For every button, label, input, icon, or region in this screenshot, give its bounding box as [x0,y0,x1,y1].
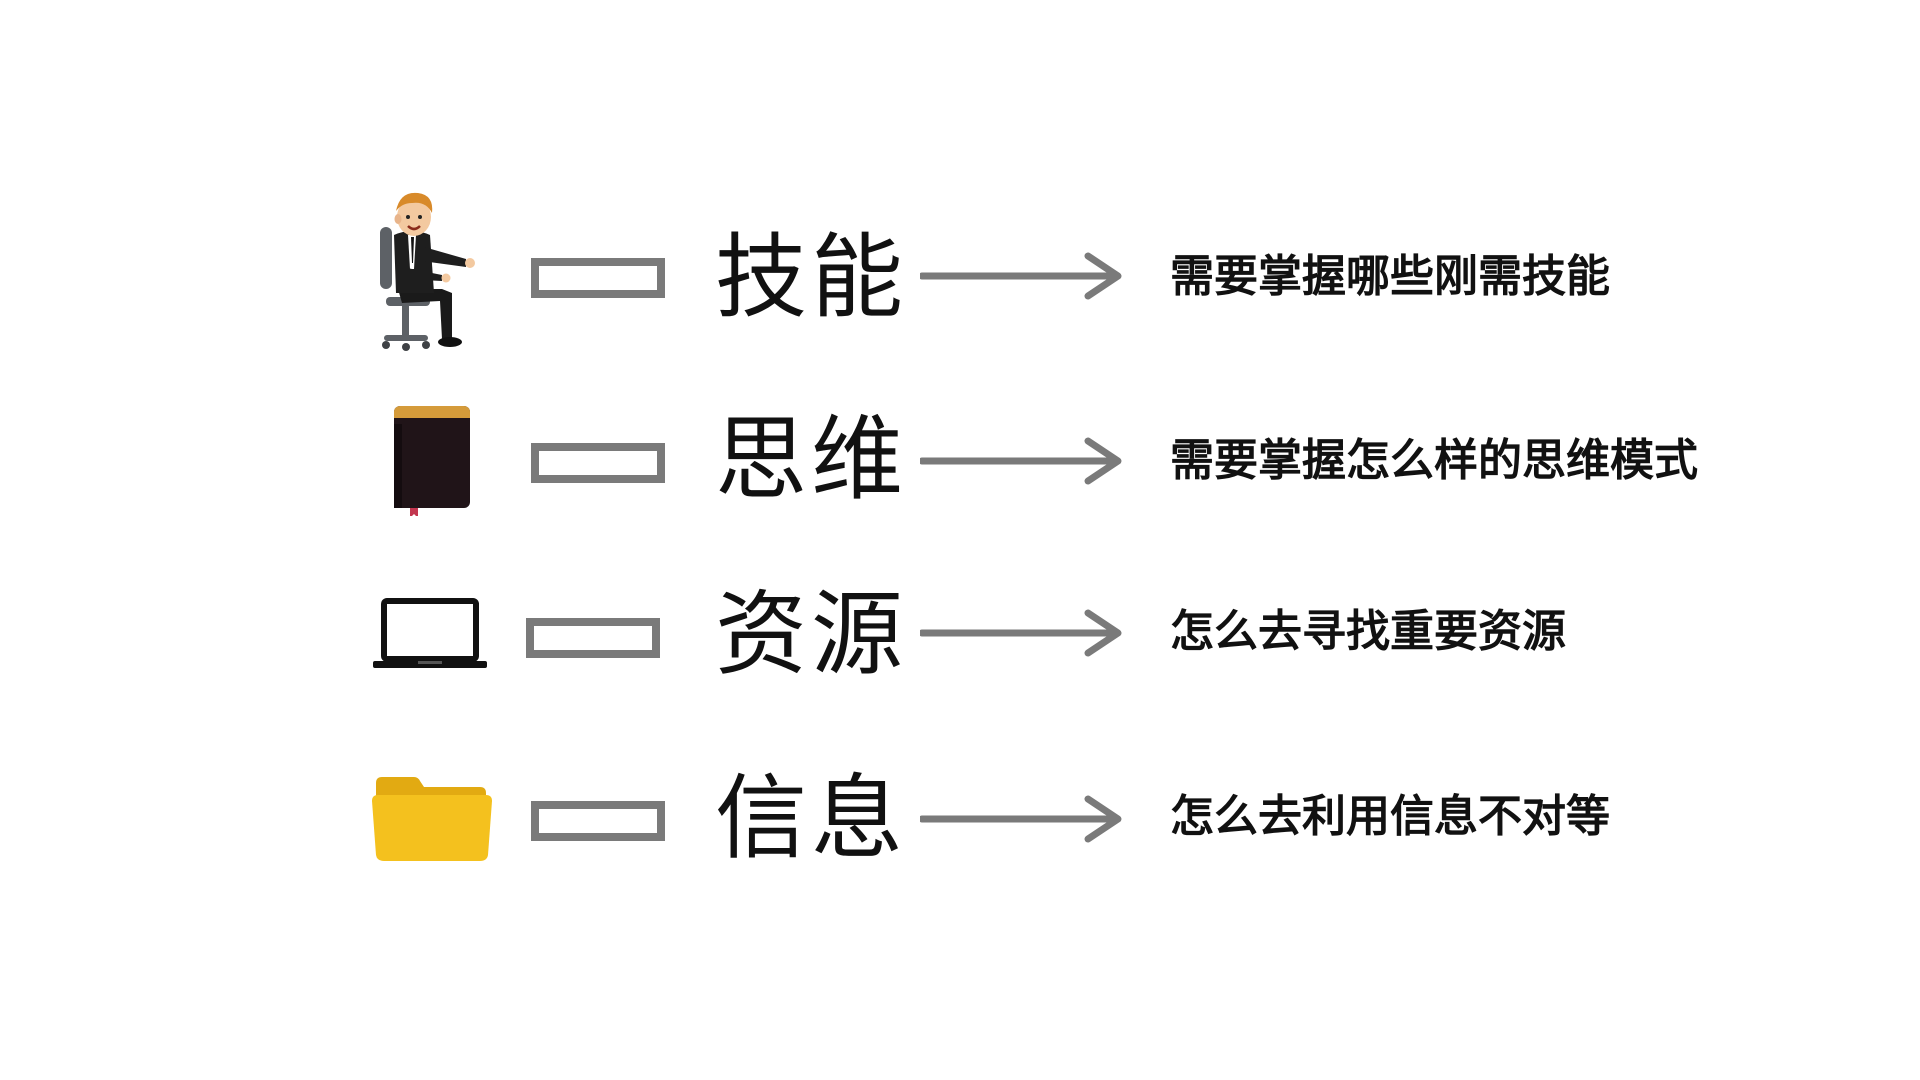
row-thinking: 思维 需要掌握怎么样的思维模式 [0,400,1920,570]
arrow-right-icon [920,609,1122,657]
row-information: 信息 怎么去利用信息不对等 [0,765,1920,935]
arrow-right-icon [920,795,1122,843]
keyword-label: 技能 [715,224,908,331]
connector-bar [526,618,660,658]
folder-icon [372,777,492,861]
businessman-on-chair-icon [380,192,475,351]
arrow-right-icon [920,252,1122,300]
arrow-right-icon [920,437,1122,485]
laptop-icon [373,598,487,668]
connector-bar [531,258,665,298]
book-icon [394,406,470,516]
keyword-label: 资源 [715,581,908,688]
row-resources: 资源 怎么去寻找重要资源 [0,580,1920,750]
description-text: 需要掌握哪些刚需技能 [1170,251,1610,302]
row-skills: 技能 需要掌握哪些刚需技能 [0,185,1920,355]
description-text: 怎么去寻找重要资源 [1170,606,1566,657]
keyword-label: 信息 [715,765,908,872]
connector-bar [531,443,665,483]
description-text: 需要掌握怎么样的思维模式 [1170,435,1698,486]
connector-bar [531,801,665,841]
description-text: 怎么去利用信息不对等 [1170,791,1610,842]
keyword-label: 思维 [715,406,908,513]
